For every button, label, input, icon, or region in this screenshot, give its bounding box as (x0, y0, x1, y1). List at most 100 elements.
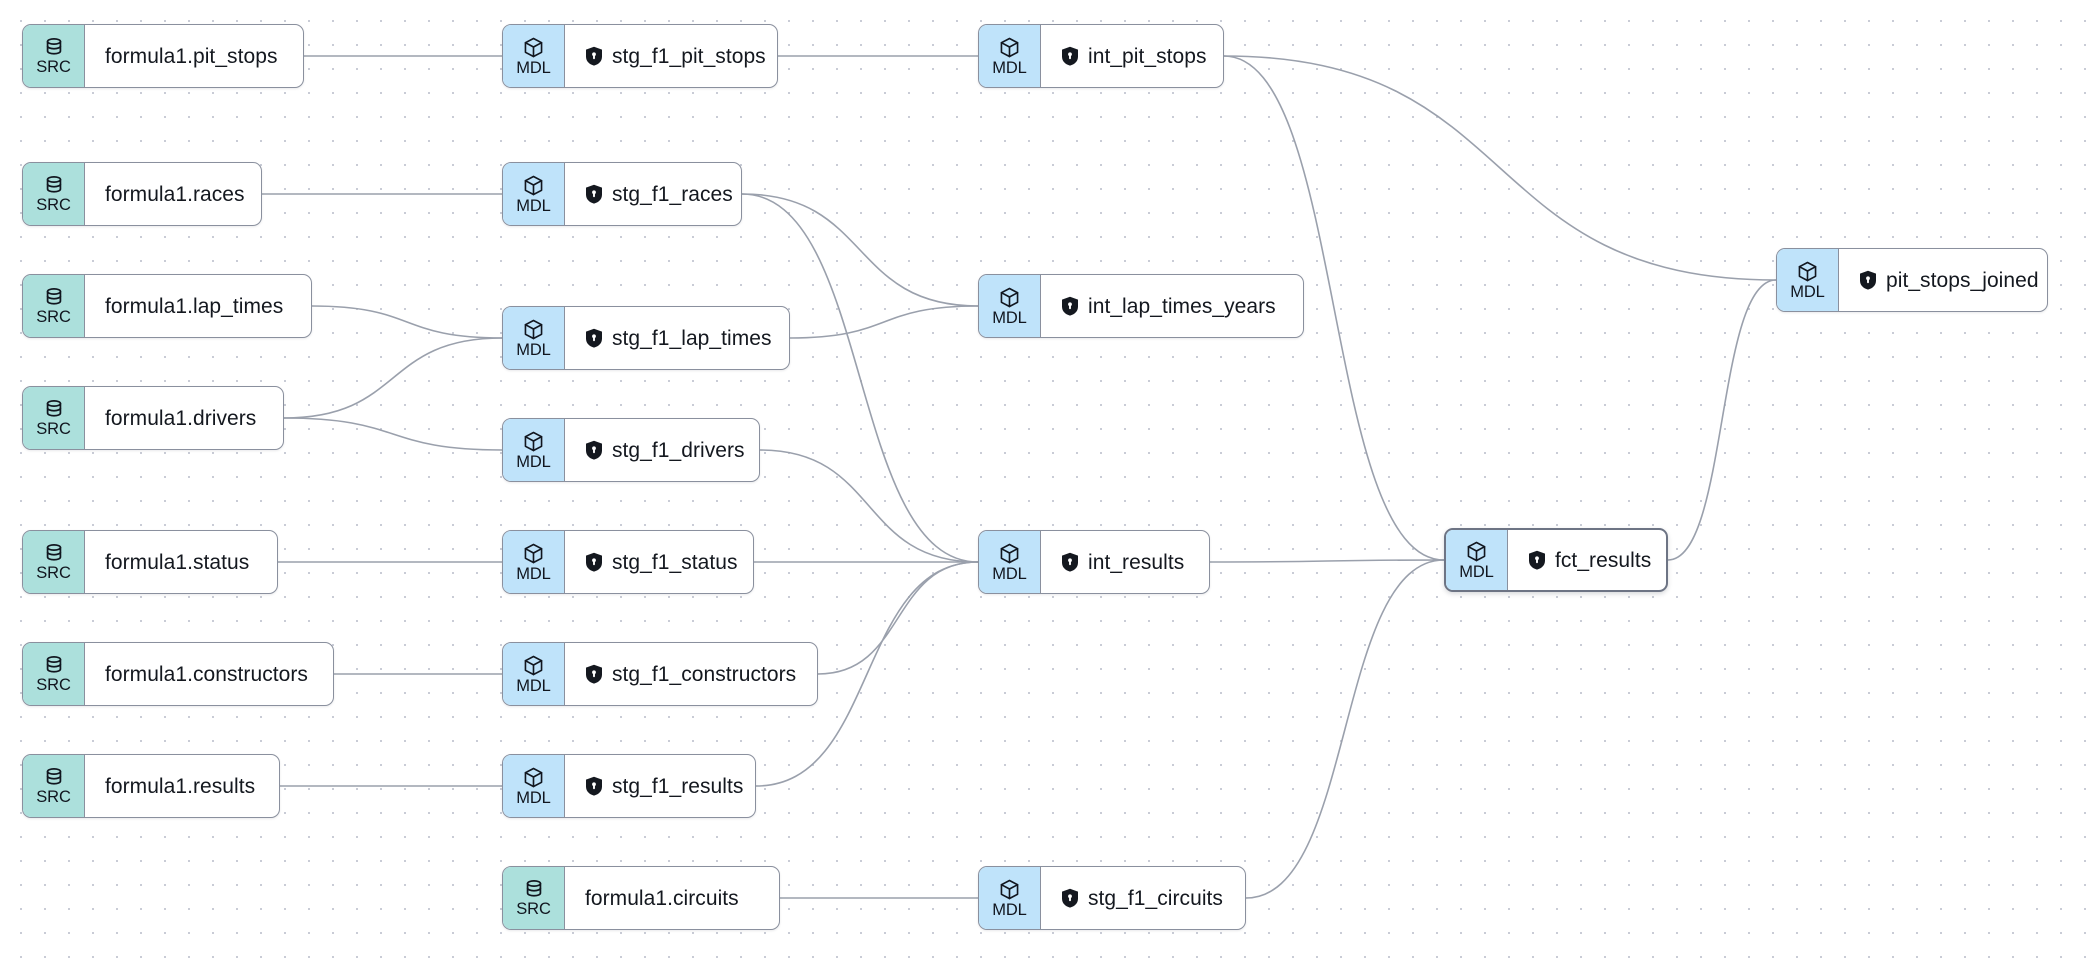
node-label: stg_f1_constructors (612, 662, 797, 686)
node-label: formula1.lap_times (105, 294, 284, 318)
node-body: stg_f1_races (565, 163, 741, 225)
model-badge: MDL (979, 275, 1041, 337)
node-label: formula1.races (105, 182, 245, 206)
node-body: formula1.drivers (85, 387, 283, 449)
graph-node-src_pit_stops[interactable]: SRC formula1.pit_stops (22, 24, 304, 88)
source-badge: SRC (23, 531, 85, 593)
badge-kind-label: MDL (992, 900, 1027, 919)
source-badge: SRC (23, 163, 85, 225)
graph-node-stg_lap_times[interactable]: MDL stg_f1_lap_times (502, 306, 790, 370)
source-badge: SRC (23, 643, 85, 705)
badge-kind-label: MDL (516, 452, 551, 471)
badge-kind-label: SRC (36, 564, 71, 583)
graph-node-stg_status[interactable]: MDL stg_f1_status (502, 530, 754, 594)
node-body: formula1.constructors (85, 643, 333, 705)
model-badge: MDL (503, 643, 565, 705)
node-body: int_pit_stops (1041, 25, 1223, 87)
database-icon (43, 542, 65, 564)
node-body: int_lap_times_years (1041, 275, 1303, 337)
graph-edge-stg_lap_times-to-int_lap_times_years (789, 305, 979, 339)
database-icon (43, 766, 65, 788)
graph-node-src_races[interactable]: SRC formula1.races (22, 162, 262, 226)
node-label: formula1.status (105, 550, 250, 574)
shield-lock-icon (1061, 888, 1079, 908)
cube-icon (1796, 260, 1819, 283)
node-body: stg_f1_constructors (565, 643, 817, 705)
database-icon (43, 654, 65, 676)
graph-edge-stg_drivers-to-int_results (759, 449, 979, 563)
badge-kind-label: SRC (36, 308, 71, 327)
node-label: stg_f1_results (612, 774, 744, 798)
node-body: stg_f1_pit_stops (565, 25, 777, 87)
badge-kind-label: MDL (516, 340, 551, 359)
graph-node-stg_results[interactable]: MDL stg_f1_results (502, 754, 756, 818)
model-badge: MDL (979, 25, 1041, 87)
node-body: formula1.results (85, 755, 279, 817)
shield-lock-icon (1859, 270, 1877, 290)
shield-lock-icon (1061, 46, 1079, 66)
cube-icon (998, 542, 1021, 565)
graph-node-src_circuits[interactable]: SRC formula1.circuits (502, 866, 780, 930)
badge-kind-label: SRC (36, 58, 71, 77)
model-badge: MDL (979, 531, 1041, 593)
graph-edge-src_lap_times-to-stg_lap_times (311, 305, 503, 339)
node-label: formula1.circuits (585, 886, 739, 910)
badge-kind-label: MDL (1459, 562, 1494, 581)
node-body: formula1.races (85, 163, 261, 225)
node-label: formula1.drivers (105, 406, 257, 430)
source-badge: SRC (23, 275, 85, 337)
graph-node-src_status[interactable]: SRC formula1.status (22, 530, 278, 594)
badge-kind-label: MDL (516, 788, 551, 807)
graph-edge-stg_circuits-to-fct_results (1245, 559, 1445, 899)
cube-icon (522, 36, 545, 59)
node-label: int_results (1088, 550, 1185, 574)
cube-icon (1465, 540, 1488, 563)
model-badge: MDL (1446, 530, 1508, 590)
model-badge: MDL (503, 531, 565, 593)
graph-node-stg_constructors[interactable]: MDL stg_f1_constructors (502, 642, 818, 706)
graph-node-src_lap_times[interactable]: SRC formula1.lap_times (22, 274, 312, 338)
node-body: fct_results (1508, 530, 1666, 590)
node-label: pit_stops_joined (1886, 268, 2039, 292)
node-label: fct_results (1555, 548, 1652, 572)
graph-edge-src_drivers-to-stg_drivers (283, 417, 503, 451)
node-body: formula1.circuits (565, 867, 779, 929)
database-icon (43, 174, 65, 196)
node-body: stg_f1_circuits (1041, 867, 1245, 929)
database-icon (43, 36, 65, 58)
graph-node-pit_stops_joined[interactable]: MDL pit_stops_joined (1776, 248, 2048, 312)
node-label: formula1.pit_stops (105, 44, 278, 68)
badge-kind-label: MDL (516, 564, 551, 583)
database-icon (43, 286, 65, 308)
model-badge: MDL (979, 867, 1041, 929)
node-body: stg_f1_lap_times (565, 307, 789, 369)
node-body: formula1.status (85, 531, 277, 593)
shield-lock-icon (585, 328, 603, 348)
graph-node-stg_circuits[interactable]: MDL stg_f1_circuits (978, 866, 1246, 930)
cube-icon (998, 36, 1021, 59)
source-badge: SRC (23, 755, 85, 817)
node-body: pit_stops_joined (1839, 249, 2047, 311)
node-label: stg_f1_pit_stops (612, 44, 766, 68)
model-badge: MDL (1777, 249, 1839, 311)
node-body: formula1.lap_times (85, 275, 311, 337)
shield-lock-icon (585, 552, 603, 572)
graph-node-int_results[interactable]: MDL int_results (978, 530, 1210, 594)
node-label: stg_f1_status (612, 550, 738, 574)
cube-icon (522, 542, 545, 565)
shield-lock-icon (585, 46, 603, 66)
badge-kind-label: SRC (516, 900, 551, 919)
node-body: int_results (1041, 531, 1209, 593)
shield-lock-icon (585, 184, 603, 204)
graph-node-fct_results[interactable]: MDL fct_results (1444, 528, 1668, 592)
